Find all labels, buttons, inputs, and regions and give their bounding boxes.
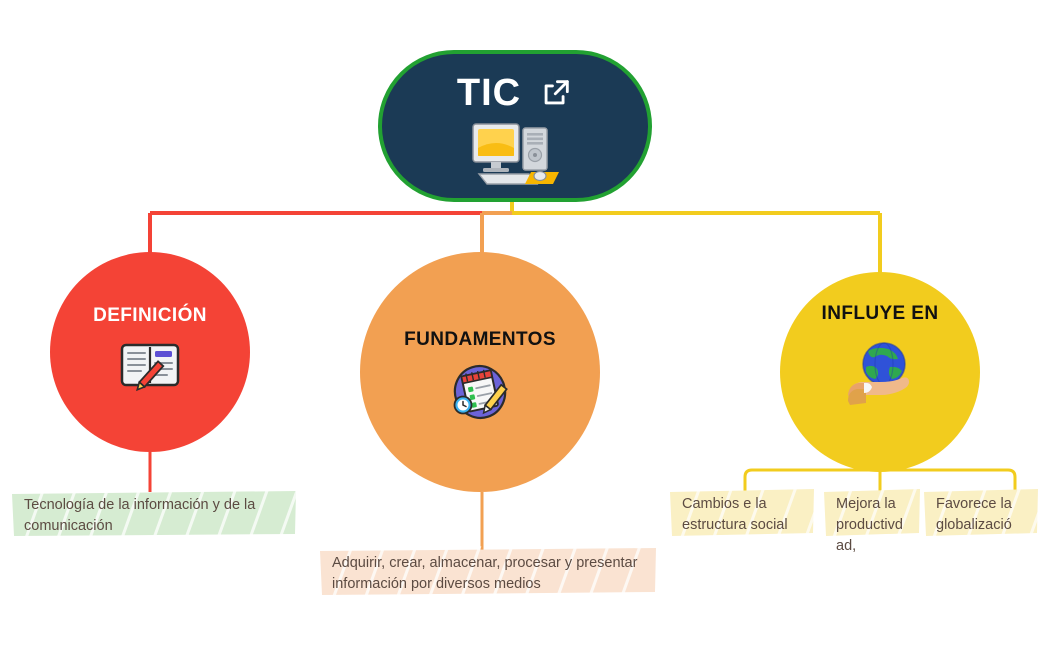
- page-title: TIC: [456, 72, 522, 114]
- highlight-peach: [320, 546, 656, 596]
- caption-text: Tecnología de la información y de la com…: [24, 497, 256, 535]
- branch-circle-fundamentos[interactable]: FUNDAMENTOS: [360, 252, 600, 492]
- caption-text: Mejora la productivd ad,: [836, 496, 903, 555]
- highlight-yellow: [824, 487, 920, 537]
- branch-label-fundamentos: FUNDAMENTOS: [404, 329, 556, 350]
- highlight-green: [12, 488, 298, 538]
- caption-definicion: Tecnología de la información y de la com…: [10, 488, 298, 546]
- desktop-computer-icon: [467, 118, 563, 195]
- caption-fundamentos: Adquirir, crear, almacenar, procesar y p…: [318, 546, 658, 604]
- hand-holding-globe-icon: [844, 337, 916, 412]
- checklist-clipboard-with-pencil-icon: [450, 363, 510, 426]
- branch-circle-definicion[interactable]: DEFINICIÓN: [50, 252, 250, 452]
- caption-text: Cambios e la estructura social: [682, 496, 788, 534]
- open-book-with-pencil-icon: [119, 339, 181, 398]
- branch-label-influye-en: INFLUYE EN: [821, 303, 939, 324]
- external-link-icon[interactable]: [539, 76, 573, 110]
- caption-text: Adquirir, crear, almacenar, procesar y p…: [332, 555, 638, 593]
- branch-circle-influye-en[interactable]: INFLUYE EN: [780, 272, 980, 472]
- branch-label-definicion: DEFINICIÓN: [93, 305, 207, 326]
- caption-cambios: Cambios e la estructura social: [668, 487, 816, 545]
- caption-text: Favorece la globalizació: [936, 496, 1012, 534]
- root-node-tic[interactable]: TIC: [378, 50, 652, 202]
- caption-favorece: Favorece la globalizació: [922, 487, 1040, 545]
- caption-mejora: Mejora la productivd ad,: [822, 487, 922, 566]
- root-title-row: TIC: [457, 74, 573, 112]
- highlight-yellow: [670, 487, 816, 537]
- highlight-yellow: [924, 487, 1040, 537]
